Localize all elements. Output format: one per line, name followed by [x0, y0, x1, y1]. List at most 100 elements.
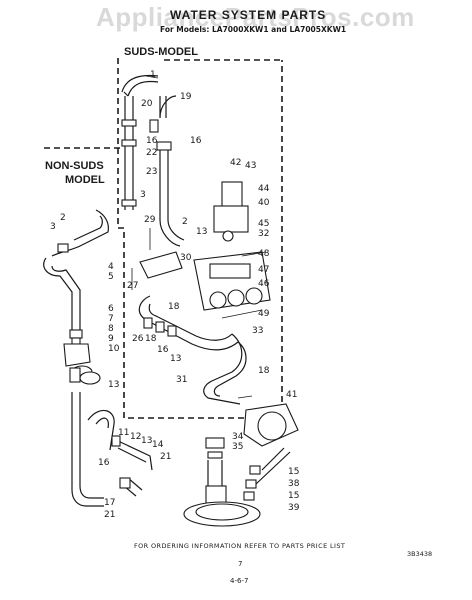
screw-49: [221, 309, 263, 319]
valve-solenoid-c: [245, 287, 263, 305]
callout-33: 33: [252, 326, 264, 336]
callout-2b: 2: [60, 213, 66, 223]
non-suds-label-line1: NON-SUDS: [45, 160, 104, 172]
callout-48: 48: [258, 249, 270, 259]
leader-1: [145, 75, 159, 79]
callout-21b: 21: [104, 510, 116, 520]
tube-7: [71, 337, 81, 345]
callout-15b: 15: [288, 491, 300, 501]
clamp-15b: [243, 491, 255, 501]
callout-10: 10: [108, 344, 120, 354]
hose-19: [159, 95, 177, 119]
clamp-18c: [237, 395, 253, 399]
clamp-16c: [167, 325, 177, 337]
clamp-6: [69, 329, 83, 339]
clamp-21: [119, 477, 131, 489]
callout-8: 8: [108, 324, 114, 334]
tube-clamp-bottom: [121, 199, 137, 207]
callout-44: 44: [258, 184, 270, 194]
callout-1: 1: [150, 70, 156, 80]
callout-2a: 2: [182, 217, 188, 227]
tube-clamp-upper: [121, 119, 137, 127]
callout-7: 7: [108, 314, 114, 324]
callout-19: 19: [180, 92, 192, 102]
callout-46: 46: [258, 279, 270, 289]
callout-22: 22: [146, 148, 158, 158]
callout-45: 45: [258, 219, 270, 229]
callout-5: 5: [108, 272, 114, 282]
valve-solenoid-a: [209, 291, 227, 309]
callout-29: 29: [144, 215, 156, 225]
callout-12: 12: [130, 432, 142, 442]
callout-6: 6: [108, 304, 114, 314]
callout-32: 32: [258, 229, 270, 239]
callout-21a: 21: [160, 452, 172, 462]
model-subtitle: For Models: LA7000XKW1 and LA7005XKW1: [160, 25, 347, 34]
callout-16b: 16: [190, 136, 202, 146]
suds-hose-top: [121, 74, 159, 97]
tube-clamp-lower: [121, 139, 137, 147]
callout-13b: 13: [108, 380, 120, 390]
callout-26: 26: [132, 334, 144, 344]
document-code: 3B3438: [407, 550, 433, 558]
callout-16c: 16: [157, 345, 169, 355]
hose-11: [87, 409, 115, 451]
callout-27: 27: [127, 281, 139, 291]
tube-13-left: [69, 367, 81, 383]
valve-body-40: [213, 205, 249, 233]
suds-model-boundary: [117, 58, 283, 419]
clamp-18b: [155, 321, 165, 333]
callout-41: 41: [286, 390, 298, 400]
clamp-15a: [249, 465, 261, 475]
callout-30: 30: [180, 253, 192, 263]
suds-tube: [124, 96, 134, 210]
suds-model-label: SUDS-MODEL: [124, 46, 198, 58]
drain-line-right: [255, 447, 291, 485]
callout-16a: 16: [146, 136, 158, 146]
hose-clamp-2: [57, 243, 69, 253]
callout-49: 49: [258, 309, 270, 319]
bracket-47: [209, 263, 251, 279]
callout-17: 17: [104, 498, 116, 508]
non-suds-hose: [51, 209, 109, 257]
screw-48: [241, 251, 267, 257]
callout-16d: 16: [98, 458, 110, 468]
callout-18c: 18: [258, 366, 270, 376]
callout-42: 42: [230, 158, 242, 168]
callout-39: 39: [288, 503, 300, 513]
connector-20: [149, 119, 159, 133]
callout-35: 35: [232, 442, 244, 452]
callout-15a: 15: [288, 467, 300, 477]
clamp-38: [245, 479, 257, 489]
callout-18a: 18: [168, 302, 180, 312]
bracket-30: [139, 251, 183, 279]
callout-3b: 3: [50, 222, 56, 232]
callout-9: 9: [108, 334, 114, 344]
page-title: WATER SYSTEM PARTS: [170, 8, 327, 22]
valve-8: [63, 343, 91, 367]
ordering-info-footer: FOR ORDERING INFORMATION REFER TO PARTS …: [134, 542, 346, 550]
washer-35: [207, 451, 223, 459]
valve-solenoid-b: [227, 289, 245, 307]
base-39-inner: [195, 503, 249, 521]
callout-18b: 18: [145, 334, 157, 344]
callout-13c: 13: [170, 354, 182, 364]
callout-23: 23: [146, 167, 158, 177]
drain-hose-left: [71, 392, 104, 507]
pump-motor: [257, 411, 287, 441]
callout-4: 4: [108, 262, 114, 272]
gasket-10: [79, 371, 101, 385]
callout-20: 20: [141, 99, 153, 109]
hose-14: [115, 439, 153, 471]
callout-47: 47: [258, 265, 270, 275]
callout-14a: 14: [152, 440, 164, 450]
page-number: 7: [238, 560, 243, 568]
non-suds-label-line2: MODEL: [65, 174, 105, 186]
hose-33: [203, 333, 247, 405]
clamp-26: [143, 317, 153, 329]
revision-code: 4-6-7: [230, 577, 249, 585]
clamp-16: [156, 141, 172, 151]
callout-31: 31: [176, 375, 188, 385]
callout-34: 34: [232, 432, 244, 442]
